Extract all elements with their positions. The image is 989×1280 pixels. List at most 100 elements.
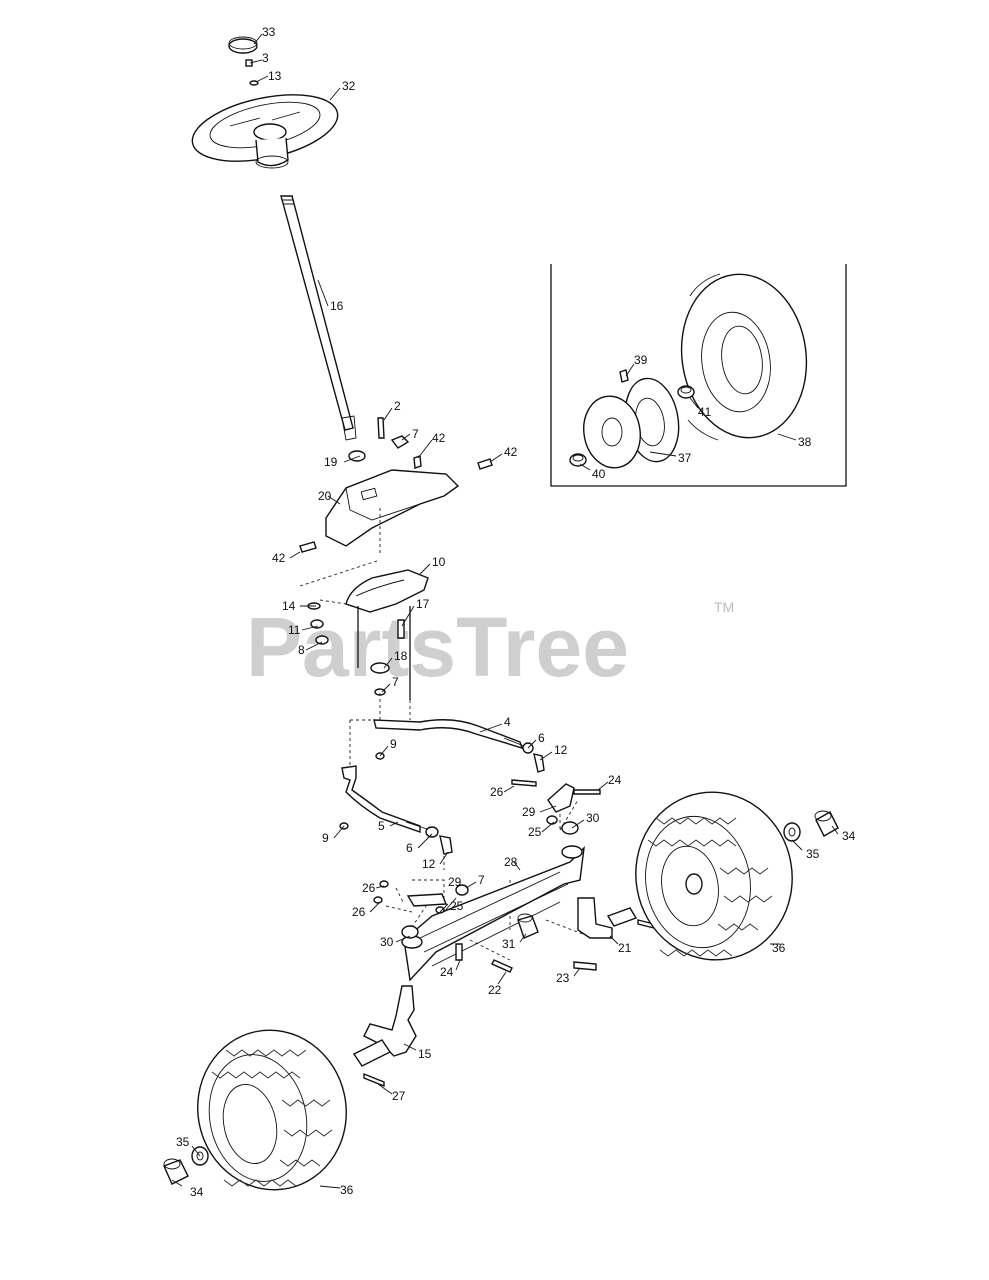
drag-link-lower bbox=[341, 765, 431, 833]
nut-6-lower bbox=[425, 826, 439, 838]
callout-11: 11 bbox=[288, 623, 301, 637]
cap-screw bbox=[245, 59, 253, 67]
callout-4: 4 bbox=[504, 715, 511, 729]
inset-frame bbox=[550, 264, 847, 487]
callout-31: 31 bbox=[502, 937, 516, 951]
callout-28: 28 bbox=[504, 855, 518, 869]
pin-22 bbox=[491, 959, 513, 973]
callout-33: 33 bbox=[262, 25, 276, 39]
spindle-right bbox=[577, 897, 638, 939]
callout-5: 5 bbox=[378, 819, 385, 833]
callout-35-left: 35 bbox=[176, 1135, 190, 1149]
bolt-42-upper bbox=[413, 455, 422, 469]
callout-7-mid: 7 bbox=[392, 675, 399, 689]
steering-wheel bbox=[191, 94, 339, 169]
callout-27: 27 bbox=[392, 1089, 406, 1103]
pivot-sleeve-31 bbox=[517, 913, 539, 939]
callout-9-upper: 9 bbox=[390, 737, 397, 751]
bolt-23 bbox=[573, 961, 597, 971]
steering-arm-right bbox=[547, 783, 575, 813]
callout-26-lower-a: 26 bbox=[362, 881, 376, 895]
callout-13: 13 bbox=[268, 69, 282, 83]
callout-34-left: 34 bbox=[190, 1185, 204, 1199]
callout-14: 14 bbox=[282, 599, 296, 613]
nut-25-lower bbox=[435, 906, 445, 914]
bushing-18 bbox=[370, 662, 390, 674]
bolt-26-upper bbox=[511, 779, 537, 787]
callout-42-right: 42 bbox=[504, 445, 518, 459]
callout-30-upper: 30 bbox=[586, 811, 600, 825]
callout-17: 17 bbox=[416, 597, 430, 611]
callout-23: 23 bbox=[556, 971, 570, 985]
callout-42-left: 42 bbox=[272, 551, 286, 565]
callout-25-upper: 25 bbox=[528, 825, 542, 839]
callout-7-lower: 7 bbox=[478, 873, 485, 887]
ball-joint-12-lower bbox=[439, 835, 453, 855]
callout-35-right: 35 bbox=[806, 847, 820, 861]
callout-20: 20 bbox=[318, 489, 332, 503]
callout-7-top: 7 bbox=[412, 427, 419, 441]
steering-cap bbox=[228, 36, 258, 54]
bolt-26-lower-b bbox=[373, 896, 383, 904]
callout-38: 38 bbox=[798, 435, 812, 449]
rim-bushing-41 bbox=[677, 385, 695, 399]
bushing-30-lower bbox=[401, 925, 419, 939]
drag-link-upper bbox=[373, 719, 525, 750]
cap-34-right bbox=[814, 810, 839, 837]
nut-25-upper bbox=[546, 815, 558, 825]
cap-34-left bbox=[163, 1158, 189, 1185]
bolt-42-right bbox=[477, 458, 493, 470]
bolt-24-upper bbox=[573, 789, 601, 795]
bolt-2 bbox=[377, 417, 385, 439]
callout-25-lower: 25 bbox=[450, 899, 464, 913]
cotter-pin-27 bbox=[363, 1072, 385, 1088]
spindle-left bbox=[352, 985, 417, 1067]
callout-6-upper: 6 bbox=[538, 731, 545, 745]
callout-40: 40 bbox=[592, 467, 606, 481]
pin-24-lower bbox=[455, 943, 463, 961]
callout-10: 10 bbox=[432, 555, 446, 569]
callout-37: 37 bbox=[678, 451, 692, 465]
rim-bushing-40 bbox=[569, 453, 587, 467]
nut-7-lower bbox=[455, 884, 469, 896]
steering-bracket bbox=[325, 469, 460, 547]
callout-18: 18 bbox=[394, 649, 408, 663]
leader-lines bbox=[171, 33, 839, 1189]
callout-34-right: 34 bbox=[842, 829, 856, 843]
callout-42-upper: 42 bbox=[432, 431, 446, 445]
bolt-42-left bbox=[299, 541, 317, 553]
watermark-trademark: TM bbox=[714, 599, 734, 615]
ball-joint-12-upper bbox=[533, 753, 545, 773]
callout-6-lower: 6 bbox=[406, 841, 413, 855]
steering-arm-left bbox=[406, 893, 448, 907]
callout-41: 41 bbox=[698, 405, 712, 419]
callout-16: 16 bbox=[330, 299, 344, 313]
steering-shaft bbox=[280, 195, 357, 441]
callout-21: 21 bbox=[618, 941, 632, 955]
bushing-30-upper bbox=[561, 821, 579, 835]
bushing-11 bbox=[310, 619, 324, 629]
callout-24-upper: 24 bbox=[608, 773, 622, 787]
callout-9-lower: 9 bbox=[322, 831, 329, 845]
rear-rim bbox=[583, 377, 680, 469]
rear-tire bbox=[680, 273, 808, 441]
callout-29-lower: 29 bbox=[448, 875, 462, 889]
callout-36-left: 36 bbox=[340, 1183, 354, 1197]
callout-22: 22 bbox=[488, 983, 502, 997]
wheel-right bbox=[635, 791, 793, 961]
callout-24-lower: 24 bbox=[440, 965, 454, 979]
nut-8 bbox=[315, 635, 329, 645]
callout-39: 39 bbox=[634, 353, 648, 367]
callout-30-lower: 30 bbox=[380, 935, 394, 949]
callout-3: 3 bbox=[262, 51, 269, 65]
wheel-left bbox=[197, 1029, 347, 1191]
callout-29-upper: 29 bbox=[522, 805, 536, 819]
callout-26-upper: 26 bbox=[490, 785, 504, 799]
bolt-17 bbox=[397, 619, 405, 639]
bolt-26-lower-a bbox=[379, 880, 389, 888]
rim-fitting-39 bbox=[619, 369, 629, 383]
callout-15: 15 bbox=[418, 1047, 432, 1061]
callout-32: 32 bbox=[342, 79, 356, 93]
callout-36-right: 36 bbox=[772, 941, 786, 955]
